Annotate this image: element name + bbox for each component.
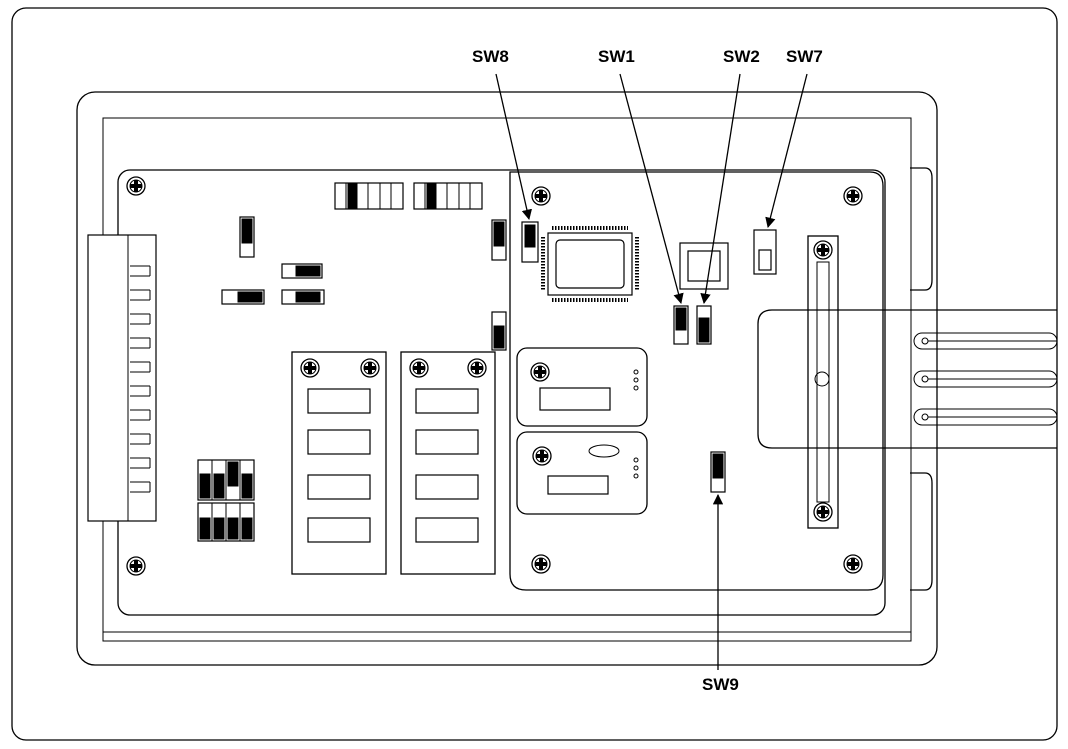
leader-sw2 — [700, 73, 741, 305]
edge-connector — [87, 234, 157, 522]
screw-icon — [531, 186, 551, 206]
screw-icon — [843, 554, 863, 574]
flat-cable — [757, 309, 1058, 449]
leader-sw7 — [765, 73, 808, 229]
label-sw1: SW1 — [598, 47, 635, 66]
jumper-block-top-left — [334, 182, 404, 210]
label-sw7: SW7 — [786, 47, 823, 66]
leader-sw1 — [619, 73, 684, 305]
crystal-socket — [679, 242, 729, 290]
memory-board-right — [400, 351, 496, 575]
cable-bracket — [807, 235, 839, 529]
leader-sw8 — [495, 73, 532, 221]
screw-icon — [843, 186, 863, 206]
label-sw8: SW8 — [472, 47, 509, 66]
switch-sw2[interactable] — [696, 305, 712, 345]
jumper-block-top-right — [413, 182, 483, 210]
switch-sw8[interactable] — [521, 221, 539, 263]
memory-board-left — [291, 351, 387, 575]
sub-board-lower — [516, 431, 648, 515]
label-sw9: SW9 — [702, 675, 739, 694]
screw-icon — [126, 556, 146, 576]
screw-icon — [531, 554, 551, 574]
jumper-small — [221, 216, 325, 305]
qfp-chip — [541, 226, 639, 302]
switch-sw9[interactable] — [710, 451, 726, 493]
switch-sw1[interactable] — [673, 305, 689, 345]
sub-board-upper — [516, 347, 648, 427]
jumper-cluster-bottom-left — [197, 459, 255, 542]
switch-sw7[interactable] — [753, 229, 777, 275]
screw-icon — [126, 176, 146, 196]
jumper-center — [491, 219, 507, 351]
label-sw2: SW2 — [723, 47, 760, 66]
outer-frame — [11, 7, 1058, 741]
